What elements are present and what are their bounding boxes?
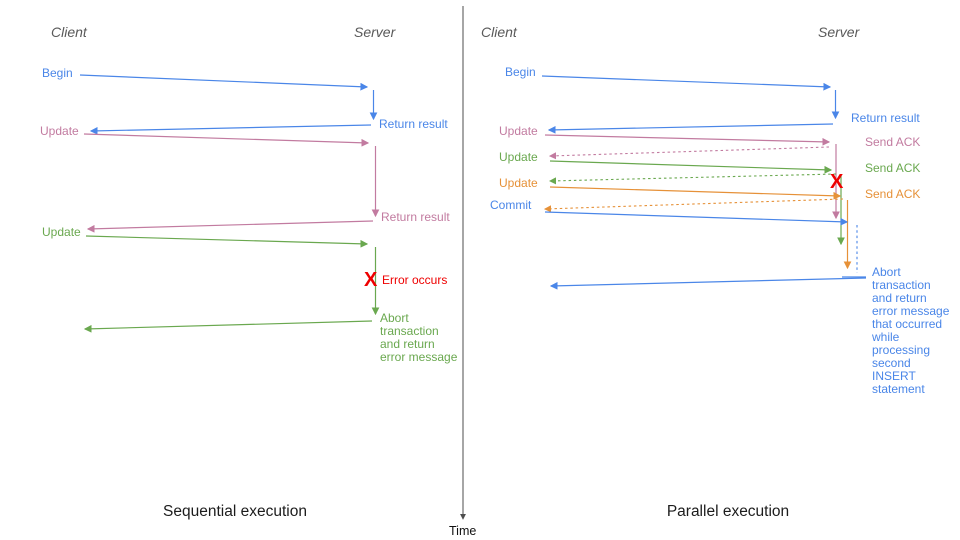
seq-error-occurs-label: Error occurs	[382, 273, 448, 287]
par-send-ack-3-label: Send ACK	[865, 187, 921, 201]
seq-begin-label: Begin	[42, 66, 73, 80]
par-update-3-label: Update	[499, 176, 538, 190]
par-send-ack-2-label: Send ACK	[865, 161, 921, 175]
seq-client-header: Client	[51, 24, 87, 40]
seq-update-1-label: Update	[40, 124, 79, 138]
par-server-header: Server	[818, 24, 860, 40]
par-update-2-label: Update	[499, 150, 538, 164]
time-axis-label: Time	[449, 524, 477, 538]
par-begin-label: Begin	[505, 65, 536, 79]
par-caption: Parallel execution	[666, 503, 790, 520]
par-return-result-label: Return result	[851, 111, 920, 125]
par-error-x-mark: X	[830, 171, 844, 193]
par-client-header: Client	[481, 24, 517, 40]
seq-return-result-2-label: Return result	[381, 210, 450, 224]
seq-server-header: Server	[354, 24, 396, 40]
seq-error-x-mark: X	[364, 269, 378, 291]
seq-caption: Sequential execution	[163, 503, 307, 520]
par-send-ack-1-label: Send ACK	[865, 135, 921, 149]
seq-return-result-1-label: Return result	[379, 117, 448, 131]
par-update-1-label: Update	[499, 124, 538, 138]
par-commit-label: Commit	[490, 198, 532, 212]
seq-update-2-label: Update	[42, 225, 81, 239]
